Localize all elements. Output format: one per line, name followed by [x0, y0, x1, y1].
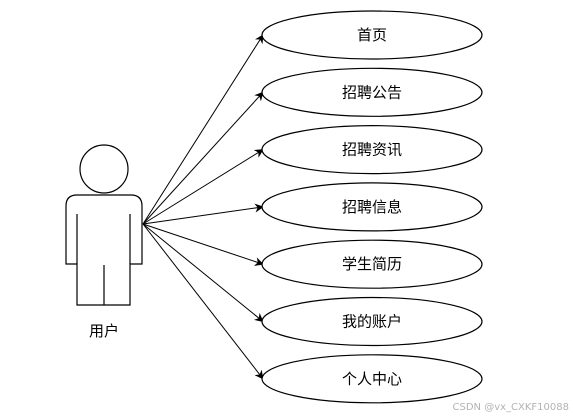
- use-case-label: 招聘公告: [342, 83, 402, 101]
- use-case: 招聘资讯: [261, 125, 483, 175]
- use-case-ellipse: [261, 125, 483, 175]
- use-case: 招聘信息: [261, 182, 483, 232]
- use-case-label: 招聘信息: [342, 198, 402, 216]
- actor-head: [79, 144, 129, 194]
- connectors: [142, 34, 264, 380]
- use-case-ellipse: [261, 296, 483, 347]
- use-case: 首页: [261, 10, 483, 60]
- use-case-label: 学生简历: [342, 255, 402, 273]
- actor-figure: [65, 144, 143, 306]
- association-arrow: [142, 223, 264, 323]
- use-case: 个人中心: [261, 354, 483, 404]
- use-case-label: 招聘资讯: [342, 141, 402, 159]
- use-case-ellipse: [261, 67, 483, 117]
- association-arrow: [142, 223, 264, 266]
- association-arrow: [142, 203, 264, 225]
- use-case-ellipse: [261, 239, 483, 289]
- association-arrow: [142, 223, 264, 380]
- actor-body: [65, 194, 143, 306]
- use-case-label: 首页: [357, 26, 387, 44]
- use-case: 学生简历: [261, 239, 483, 289]
- use-case-ellipse: [261, 10, 483, 60]
- association-arrow: [142, 91, 264, 225]
- use-case-ellipse: [261, 354, 483, 404]
- use-case-label: 个人中心: [342, 370, 402, 388]
- use-case: 我的账户: [261, 296, 483, 347]
- use-case-label: 我的账户: [342, 313, 402, 331]
- use-case: 招聘公告: [261, 67, 483, 117]
- watermark: CSDN @vx_CXKF10088: [453, 402, 569, 413]
- association-arrow: [142, 34, 264, 225]
- use-case-ellipse: [261, 182, 483, 232]
- association-arrow: [142, 149, 264, 225]
- actor-label: 用户: [89, 322, 119, 340]
